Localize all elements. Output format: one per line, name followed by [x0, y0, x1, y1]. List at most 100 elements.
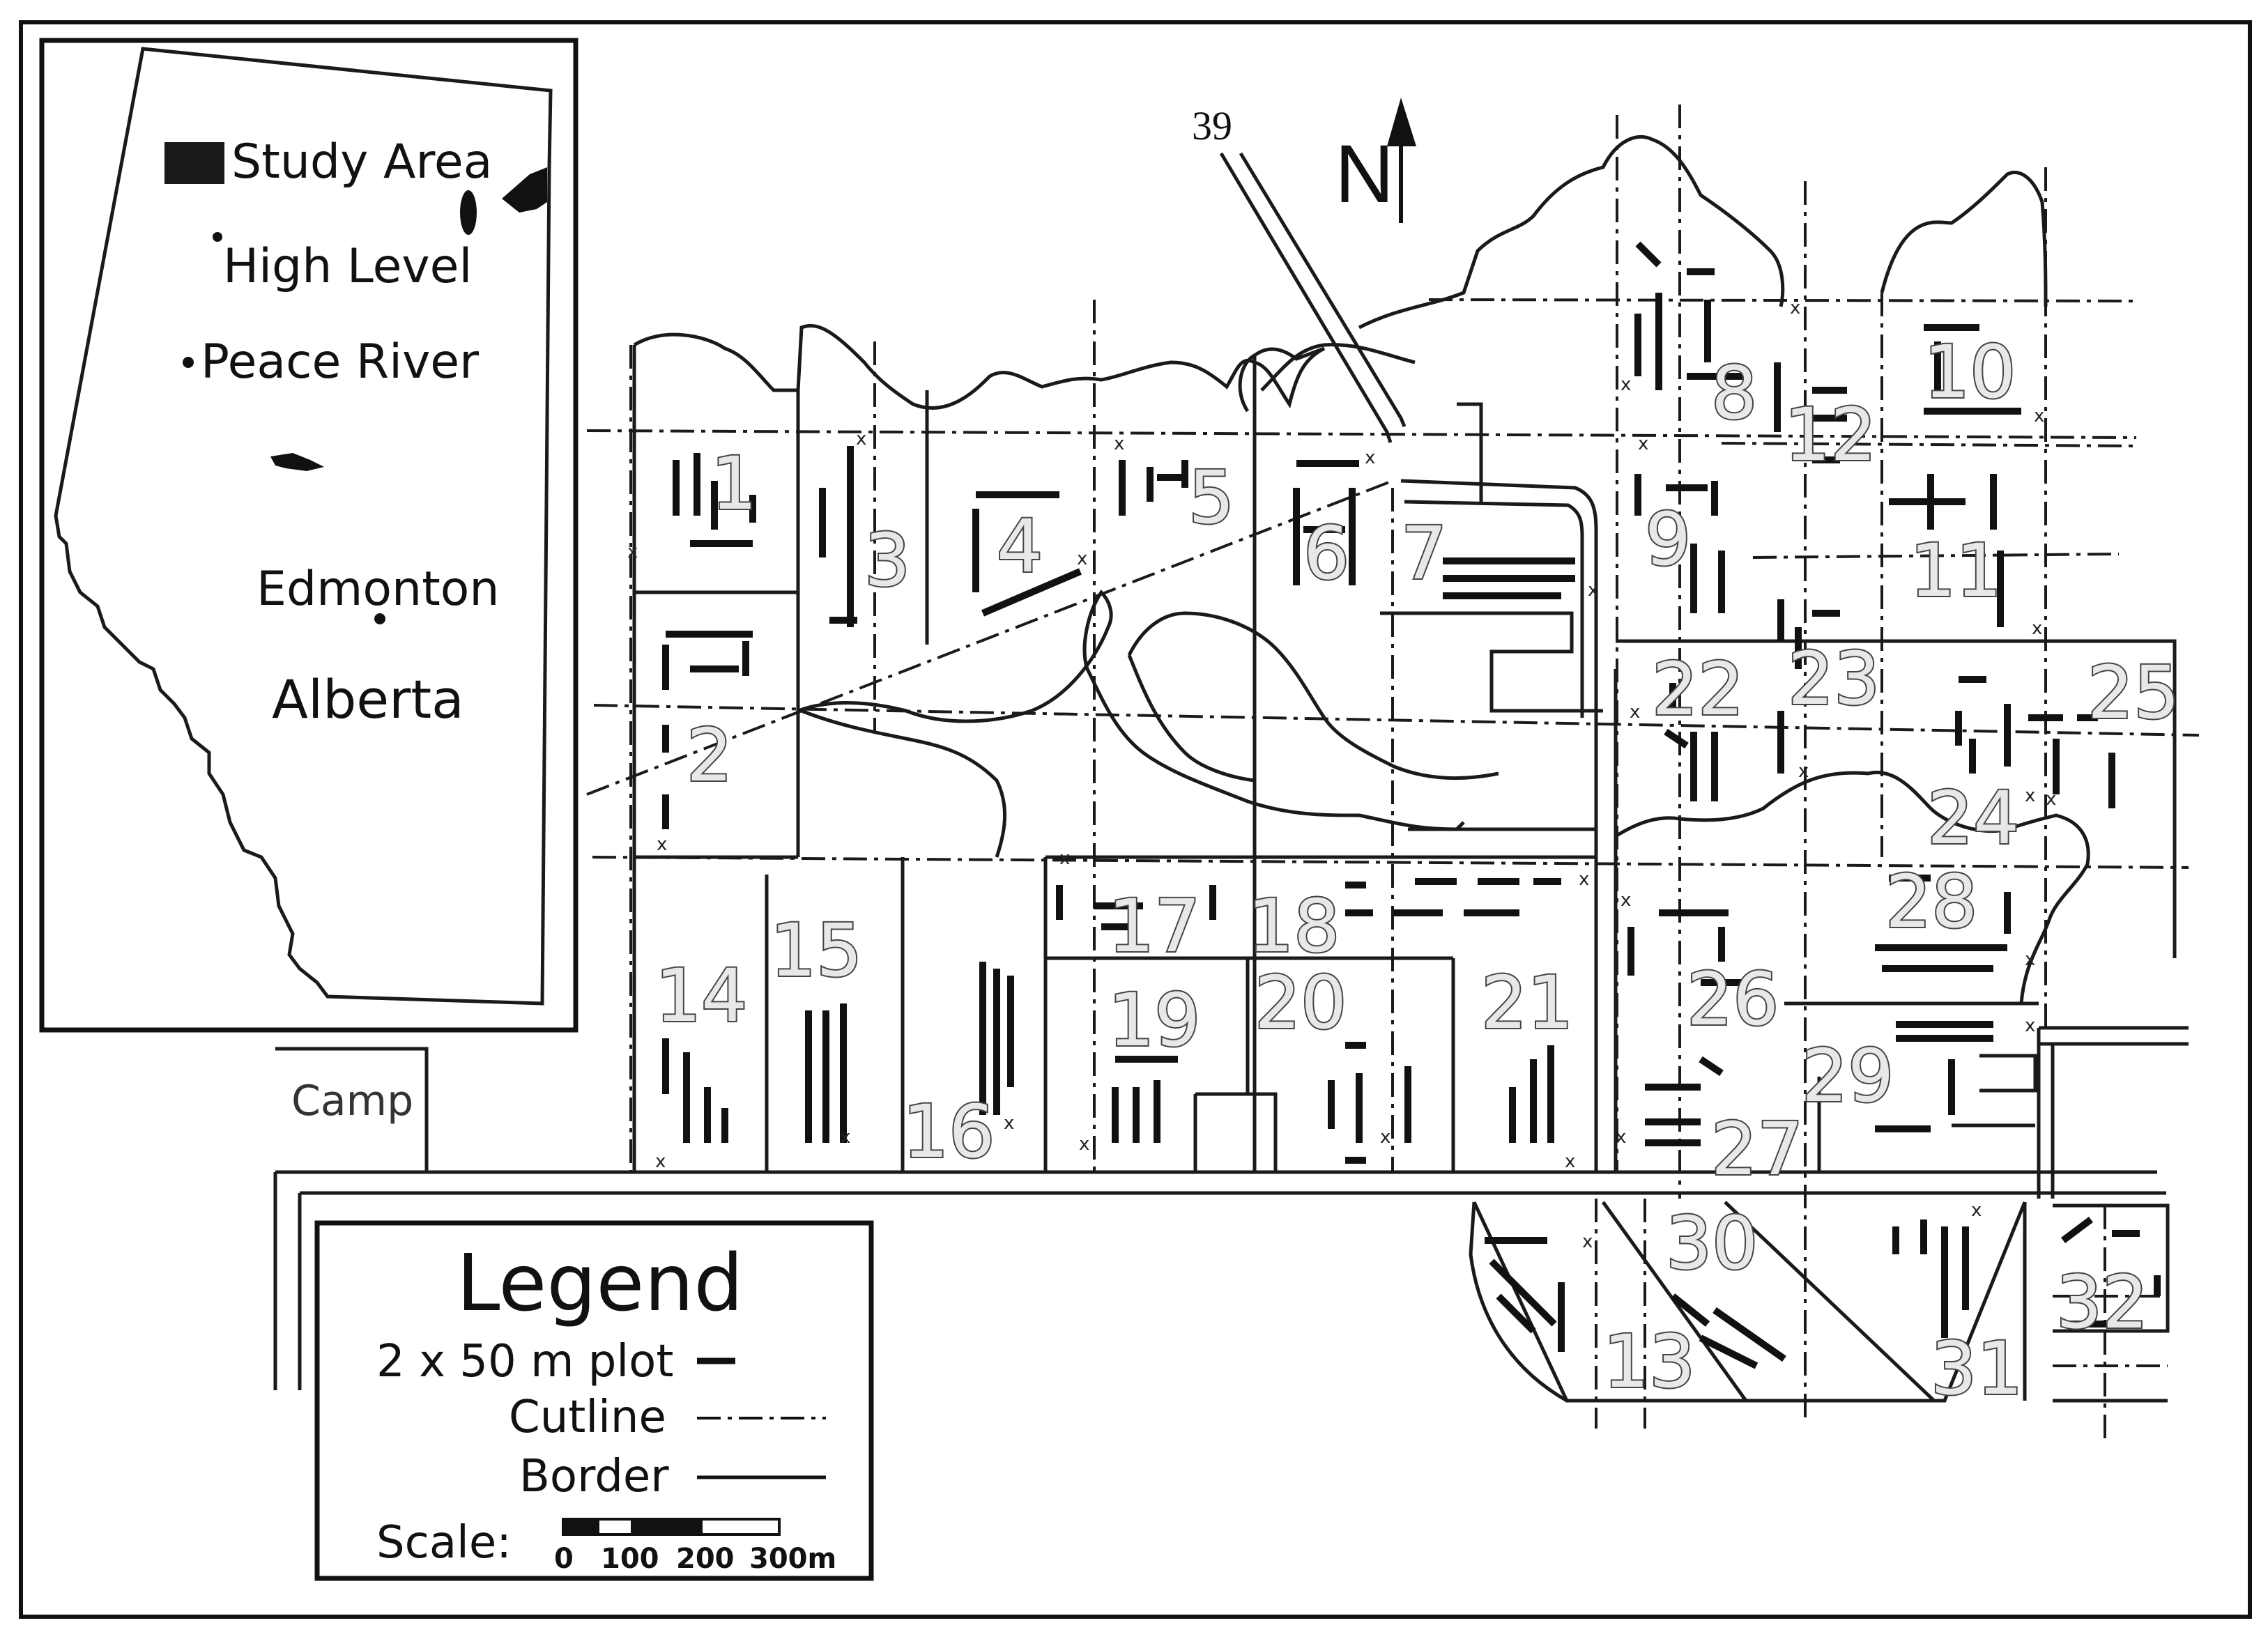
plot-number: 2: [687, 713, 733, 798]
plot-number: 14: [655, 953, 747, 1038]
svg-text:x: x: [1114, 433, 1124, 454]
svg-text:x: x: [1059, 848, 1070, 869]
svg-text:x: x: [856, 429, 866, 449]
study-area-icon: [164, 142, 224, 184]
plot-number: 10: [1924, 330, 2016, 415]
svg-text:x: x: [657, 834, 667, 855]
plot-number: 32: [2056, 1260, 2148, 1345]
legend-scale-label: Scale:: [376, 1517, 512, 1569]
plot-number: 21: [1481, 960, 1573, 1045]
edmonton-dot: [374, 613, 385, 624]
plot-number: 3: [864, 518, 910, 603]
plot-number: 22: [1652, 647, 1744, 732]
plot-number: 25: [2087, 650, 2179, 735]
scale-tick: 100: [601, 1543, 659, 1575]
plot-number: 5: [1188, 455, 1234, 540]
scale-bar: [562, 1518, 781, 1536]
plot-number: 7: [1401, 511, 1447, 596]
legend-title: Legend: [457, 1238, 743, 1329]
svg-text:x: x: [1588, 580, 1598, 601]
scale-tick: 300m: [749, 1543, 836, 1575]
plot-number: 6: [1303, 511, 1349, 596]
peace-river-label: Peace River: [201, 334, 479, 390]
plot-number: 9: [1645, 497, 1691, 582]
plot-number: 13: [1603, 1319, 1695, 1404]
scale-tick: 0: [554, 1543, 574, 1575]
svg-text:x: x: [840, 1127, 850, 1148]
svg-text:x: x: [1620, 890, 1631, 911]
plot-number: 18: [1248, 884, 1340, 969]
plot-number: 31: [1931, 1326, 2023, 1411]
legend-plot-label: 2 x 50 m plot: [376, 1336, 673, 1387]
cutlines: [586, 105, 2200, 1442]
plot-number: 30: [1666, 1201, 1758, 1286]
svg-text:x: x: [1638, 433, 1648, 454]
edmonton-label: Edmonton: [256, 562, 499, 617]
svg-text:x: x: [1630, 702, 1640, 723]
plot-number: 19: [1108, 978, 1200, 1063]
alberta-inset: Study Area High Level Peace River Edmont…: [39, 38, 579, 1033]
plot-number: 16: [903, 1089, 995, 1174]
plot-number: 4: [997, 504, 1043, 589]
svg-text:x: x: [1971, 1200, 1982, 1221]
svg-text:x: x: [1077, 548, 1087, 569]
svg-text:x: x: [1004, 1113, 1014, 1134]
alberta-outline: [54, 47, 553, 1006]
scale-tick: 200: [676, 1543, 735, 1575]
svg-text:x: x: [2025, 785, 2035, 806]
plot-number: 27: [1711, 1107, 1803, 1192]
north-label: N: [1335, 128, 1394, 220]
borders: [273, 134, 2189, 1403]
plot-number: 11: [1910, 528, 2002, 613]
highway-number: 39: [1192, 103, 1232, 148]
plot-number: 20: [1255, 960, 1347, 1045]
plot-number: 8: [1711, 351, 1757, 436]
lesser-slave-lake: [270, 453, 324, 471]
svg-text:x: x: [1079, 1134, 1089, 1155]
inset-frame: [39, 38, 579, 1033]
plot-number: 12: [1784, 392, 1876, 477]
svg-text:x: x: [2025, 949, 2035, 970]
svg-text:x: x: [1620, 374, 1631, 395]
plot-number: 28: [1885, 859, 1977, 944]
svg-text:x: x: [627, 541, 638, 562]
svg-text:x: x: [1798, 761, 1809, 782]
study-area-label: Study Area: [231, 134, 492, 190]
svg-text:x: x: [2034, 406, 2044, 426]
svg-text:x: x: [1380, 1127, 1390, 1148]
survey-markers: x x x x x x x x x x x x x x x x x x x x x x x x x x x…: [627, 298, 2056, 1252]
legend-border-label: Border: [519, 1451, 669, 1502]
svg-text:x: x: [1365, 447, 1375, 468]
map-frame: [19, 20, 2252, 1619]
svg-text:x: x: [2032, 618, 2042, 639]
svg-text:x: x: [1565, 1151, 1575, 1172]
high-level-label: High Level: [223, 239, 472, 294]
highway-39: 39: [1192, 103, 1407, 443]
north-arrow: N: [1335, 98, 1416, 223]
plot-number: 1: [711, 441, 757, 526]
peace-river-dot: [183, 357, 194, 368]
lake-claire: [460, 190, 477, 235]
plot-number: 24: [1927, 776, 2019, 861]
plot-number: 17: [1108, 884, 1200, 969]
svg-text:x: x: [1579, 869, 1589, 890]
plot-number: 29: [1802, 1033, 1894, 1118]
camp-label: Camp: [291, 1077, 413, 1125]
plot-lines: [662, 241, 2161, 1369]
plot-number: 26: [1687, 957, 1779, 1042]
high-level-dot: [213, 232, 222, 242]
plot-numbers: 1 2 3 4 5 6 7 8 9 10 11 12 13 14 15 16 1…: [654, 328, 2181, 1413]
legend: Legend 2 x 50 m plot Cutline Border Scal…: [314, 1220, 874, 1581]
plot-number: 23: [1788, 636, 1880, 721]
lake-athabasca: [502, 167, 547, 213]
legend-cutline-label: Cutline: [509, 1392, 666, 1443]
plot-number: 15: [770, 908, 862, 993]
svg-text:x: x: [655, 1151, 666, 1172]
svg-text:x: x: [1582, 1231, 1593, 1252]
svg-text:x: x: [1616, 1127, 1626, 1148]
alberta-label: Alberta: [272, 668, 464, 730]
svg-text:x: x: [2025, 1015, 2035, 1036]
svg-text:x: x: [1790, 298, 1800, 318]
svg-text:x: x: [2046, 789, 2056, 810]
